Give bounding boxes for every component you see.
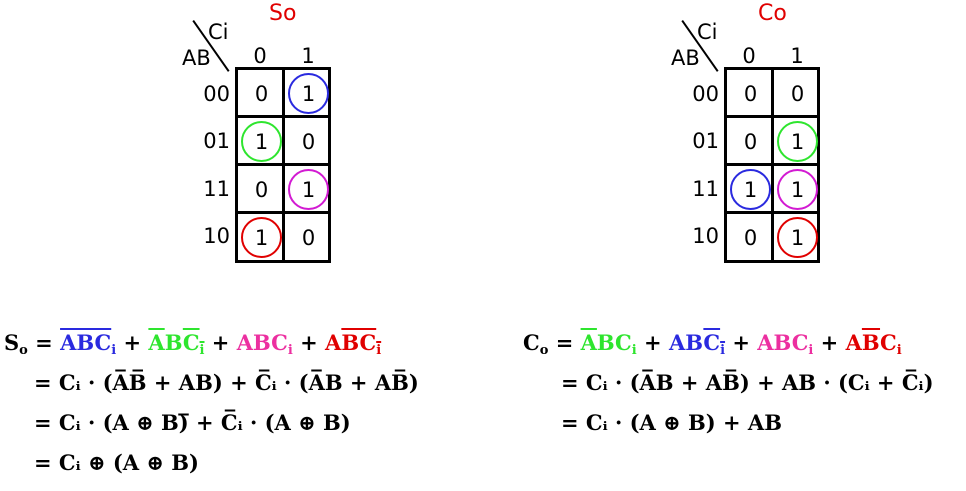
co-equation-line-1: Co = ABCi + ABCi + ABCi + ABCi (523, 330, 902, 359)
group-circle (730, 169, 771, 210)
kmap-cell: 0 (285, 214, 332, 261)
cell-value: 0 (254, 81, 269, 106)
group-circle (241, 217, 282, 258)
co-equation: Co = ABCi + ABCi + ABCi + ABCi = Cᵢ · (A… (523, 331, 934, 451)
co-equation-line-2: = Cᵢ · (A̅B + AB̅) + AB · (Cᵢ + C̅ᵢ) (561, 370, 934, 395)
kmap-cell: 0 (727, 214, 774, 261)
kmap-grid (235, 67, 331, 263)
kmap-cell: 1 (774, 214, 821, 261)
row-header: 11 (203, 177, 230, 201)
co-equation-line-3: = Cᵢ · (A ⊕ B) + AB (561, 410, 782, 435)
row-header: 01 (203, 129, 230, 153)
kmap-cell: 0 (727, 118, 774, 165)
col-variable-label: Ci (208, 20, 229, 44)
group-circle (777, 217, 818, 258)
row-header: 00 (692, 82, 719, 106)
kmap-cell: 0 (727, 70, 774, 117)
group-circle (777, 169, 818, 210)
cell-value: 0 (743, 81, 758, 106)
row-header: 10 (203, 224, 230, 248)
row-header: 00 (203, 82, 230, 106)
cell-value: 0 (743, 129, 758, 154)
kmap-title: Co (758, 1, 787, 26)
group-circle (288, 169, 329, 210)
row-header: 10 (692, 224, 719, 248)
kmap-cell: 1 (285, 166, 332, 213)
col-variable-label: Ci (697, 20, 718, 44)
kmap-grid (724, 67, 820, 263)
row-variable-label: AB (671, 46, 700, 70)
cell-value: 0 (743, 225, 758, 250)
row-header: 01 (692, 129, 719, 153)
kmap-cell: 0 (238, 70, 285, 117)
group-circle (288, 73, 329, 114)
kmap-cell: 0 (774, 70, 821, 117)
col-header: 1 (301, 44, 315, 68)
kmap-title: So (269, 1, 297, 26)
col-header: 0 (253, 44, 267, 68)
kmap-cell: 1 (285, 70, 332, 117)
kmap-cell: 0 (285, 118, 332, 165)
cell-value: 0 (790, 81, 805, 106)
group-circle (241, 121, 282, 162)
so-equation-line-3: = Cᵢ · (A ⊕ B)̅ + C̅ᵢ · (A ⊕ B) (34, 410, 351, 435)
kmap-cell: 1 (774, 118, 821, 165)
col-header: 1 (790, 44, 804, 68)
group-circle (777, 121, 818, 162)
so-equation-line-2: = Cᵢ · (A̅B̅ + AB) + C̅ᵢ · (A̅B + AB̅) (34, 370, 419, 395)
kmap-cell: 1 (238, 214, 285, 261)
col-header: 0 (742, 44, 756, 68)
row-header: 11 (692, 177, 719, 201)
so-equation: So = ABCi + ABCi + ABCi + ABCi = Cᵢ · (A… (4, 331, 419, 491)
kmap-cell: 1 (238, 118, 285, 165)
kmap-cell: 1 (727, 166, 774, 213)
so-equation-line-1: So = ABCi + ABCi + ABCi + ABCi (4, 330, 382, 359)
cell-value: 0 (301, 129, 316, 154)
cell-value: 0 (254, 177, 269, 202)
so-equation-line-4: = Cᵢ ⊕ (A ⊕ B) (34, 450, 199, 475)
row-variable-label: AB (182, 46, 211, 70)
cell-value: 0 (301, 225, 316, 250)
kmap-cell: 0 (238, 166, 285, 213)
kmap-cell: 1 (774, 166, 821, 213)
